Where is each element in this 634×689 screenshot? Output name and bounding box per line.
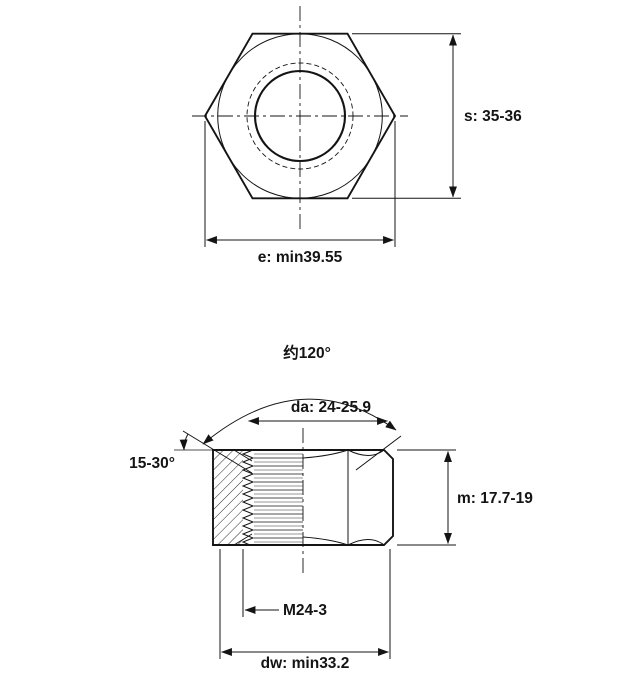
e-label: e: min39.55: [258, 249, 343, 266]
chamfer-angle-label: 15-30°: [129, 455, 175, 472]
da-label: da: 24-25.9: [291, 399, 372, 416]
top-view: s: 35-36 e: min39.55: [192, 6, 522, 266]
chamfer-arc-mid-top: [302, 449, 349, 459]
e-dimension: e: min39.55: [204, 121, 396, 266]
chamfer-arc-right-top: [347, 449, 385, 456]
chamfer-angle-annotation: 15-30°: [129, 433, 214, 472]
countersink-edge-top: [233, 449, 253, 462]
m-dimension: m: 17.7-19: [397, 449, 533, 546]
chamfer-arc-mid-bottom: [302, 536, 349, 546]
section-view: 约120° da: 24-25.9 15-30° m: 17.7-19 M24-…: [129, 343, 533, 672]
countersink-angle-annotation: 约120°: [182, 343, 402, 474]
thread-designation: M24-3: [242, 549, 327, 619]
thread-profile-zigzag: [241, 449, 255, 546]
cone-line-right: [355, 435, 402, 471]
chamfer-arc-right-bottom: [347, 539, 385, 546]
s-label: s: 35-36: [464, 108, 522, 125]
dw-dimension: dw: min33.2: [219, 549, 391, 672]
thread-label: M24-3: [283, 602, 327, 619]
m-label: m: 17.7-19: [457, 490, 533, 507]
angle-arc: [202, 398, 397, 445]
chamfer-angle-arc: [179, 433, 189, 451]
s-dimension: s: 35-36: [352, 33, 522, 199]
da-dimension: da: 24-25.9: [247, 399, 389, 425]
countersink-edge-bottom: [233, 533, 253, 546]
cone-line-left: [182, 430, 253, 474]
thread-crest-lines: [254, 452, 303, 544]
countersink-angle-label: 约120°: [283, 343, 331, 362]
section-hatching: [213, 451, 243, 544]
dw-label: dw: min33.2: [261, 655, 350, 672]
